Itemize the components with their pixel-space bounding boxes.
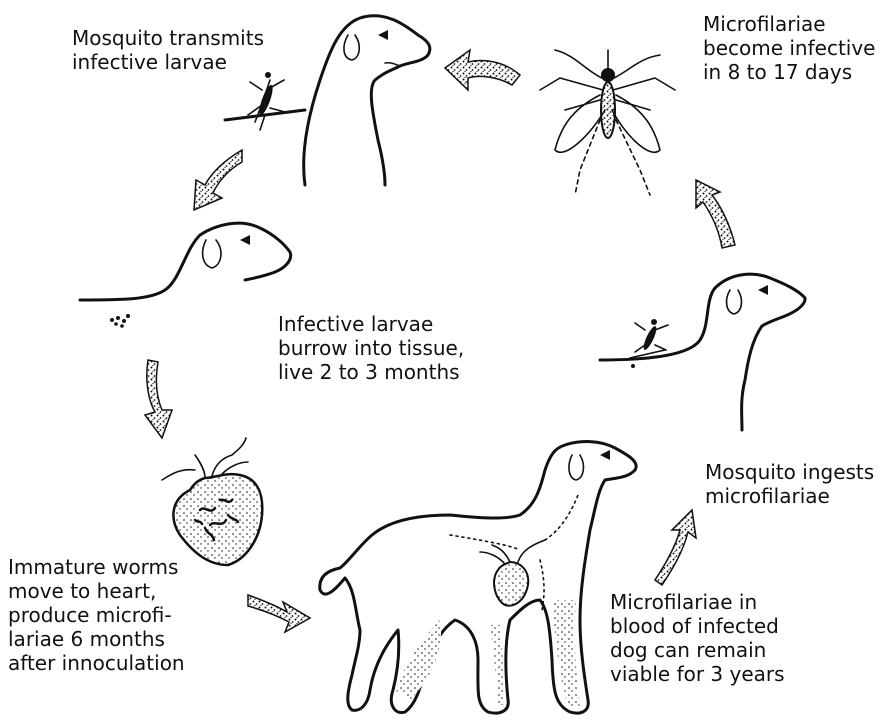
label-line: live 2 to 3 months [278, 360, 464, 384]
label-line: lariae 6 months [8, 627, 185, 651]
label-line: Mosquito ingests [705, 460, 874, 484]
label-line: infective larvae [72, 50, 264, 74]
label-line: dog can remain [610, 638, 785, 662]
label-microfilariae-blood: Microfilariae in blood of infected dog c… [610, 590, 785, 686]
label-line: Microfilariae [703, 12, 876, 36]
label-line: Mosquito transmits [72, 26, 264, 50]
label-line: Infective larvae [278, 312, 464, 336]
label-larvae-burrow: Infective larvae burrow into tissue, liv… [278, 312, 464, 384]
cycle-arrow-top-left-icon [194, 150, 242, 210]
label-line: blood of infected [610, 614, 785, 638]
label-line: move to heart, [8, 579, 185, 603]
infected-dog-icon [320, 442, 636, 714]
label-line: microfilariae [705, 484, 874, 508]
label-mosquito-ingests: Mosquito ingests microfilariae [705, 460, 874, 508]
label-line: in 8 to 17 days [703, 60, 876, 84]
mosquito-large-icon [540, 50, 675, 195]
cycle-arrow-right-icon [696, 180, 735, 248]
heart-with-worms-icon [162, 438, 262, 565]
label-line: burrow into tissue, [278, 336, 464, 360]
label-line: viable for 3 years [610, 662, 785, 686]
dog-head-top-icon [304, 16, 430, 185]
mosquito-transmitting-icon [225, 72, 305, 130]
cycle-arrow-bottom-right-icon [655, 510, 696, 585]
label-immature-worms: Immature worms move to heart, produce mi… [8, 555, 185, 675]
cycle-arrow-left-icon [145, 360, 172, 438]
label-mosquito-transmits: Mosquito transmits infective larvae [72, 26, 264, 74]
label-line: become infective [703, 36, 876, 60]
dog-head-right-icon [600, 274, 805, 430]
label-line: after innoculation [8, 651, 185, 675]
label-line: Microfilariae in [610, 590, 785, 614]
label-line: produce microfi- [8, 603, 185, 627]
label-line: Immature worms [8, 555, 185, 579]
cycle-arrow-bottom-left-icon [248, 595, 310, 632]
dog-head-middle-left-icon [80, 223, 291, 328]
cycle-arrow-top-icon [445, 50, 520, 90]
mosquito-ingesting-icon [630, 319, 668, 368]
label-become-infective: Microfilariae become infective in 8 to 1… [703, 12, 876, 84]
